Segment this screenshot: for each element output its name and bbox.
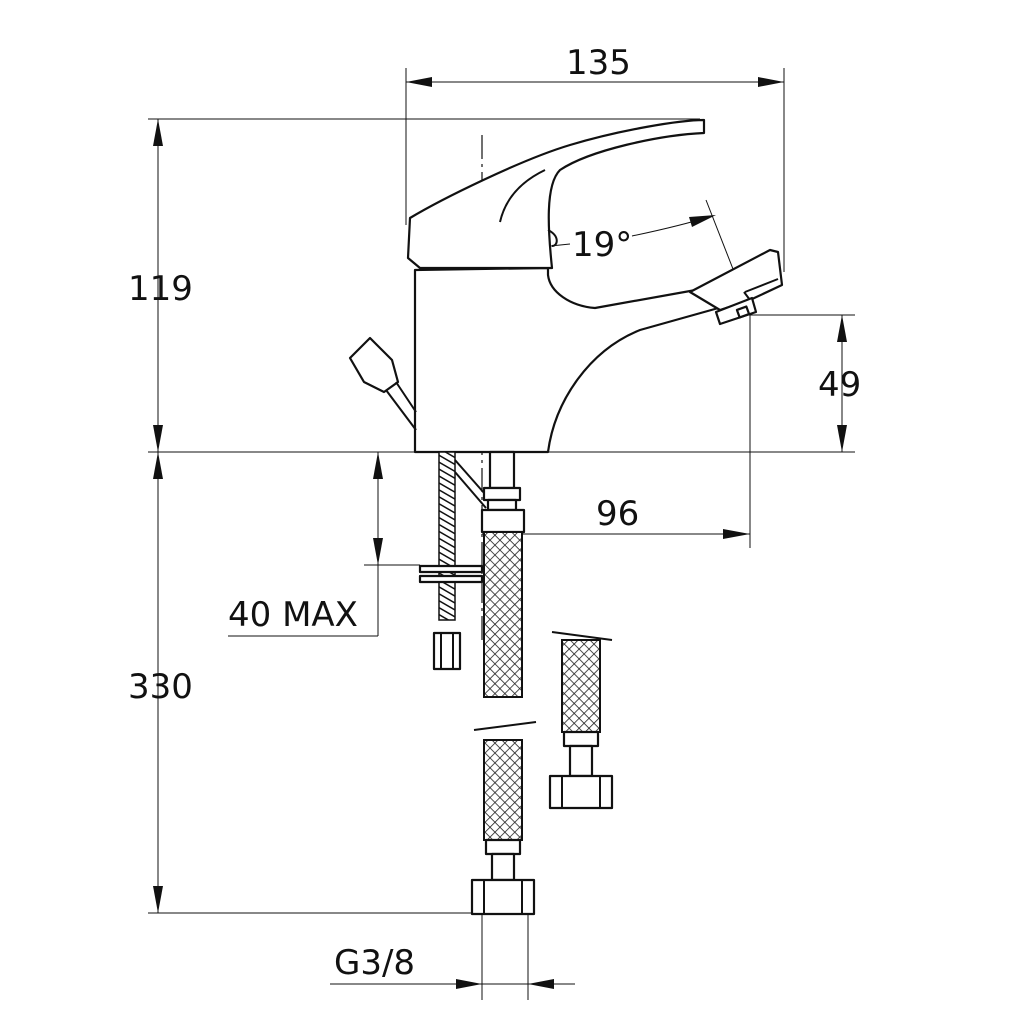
dim-angle: 19° <box>572 225 632 265</box>
mounting-hardware <box>418 450 526 671</box>
dim-thickness-max: 40 MAX <box>228 595 358 635</box>
faucet-body <box>348 118 784 454</box>
dim-spout-reach: 96 <box>596 494 639 534</box>
hose-secondary <box>548 631 614 810</box>
dim-width-total: 135 <box>566 43 631 83</box>
hose-main <box>470 531 537 916</box>
dim-height-upper: 119 <box>128 269 193 309</box>
dim-thread: G3/8 <box>334 943 415 983</box>
dim-spout-height: 49 <box>818 365 861 405</box>
dimension-lines <box>148 68 855 1000</box>
dim-hose-length: 330 <box>128 667 193 707</box>
